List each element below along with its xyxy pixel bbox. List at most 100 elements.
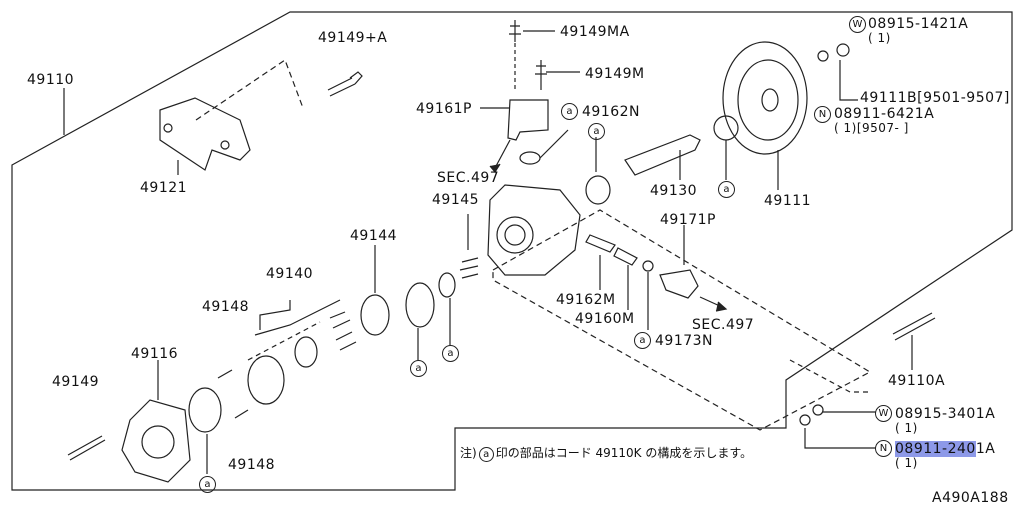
circle-a-icon: a: [442, 345, 459, 362]
leader-n2: [804, 428, 876, 449]
side-plate-49144: [360, 294, 390, 336]
pulley-hub: [761, 88, 779, 112]
vanes: [329, 311, 357, 351]
bolt-49149M: [535, 60, 547, 90]
label-49140[interactable]: 49140: [266, 266, 314, 282]
label-49162n[interactable]: 49162N: [582, 104, 641, 120]
label-washer-qty-2: ( 1): [895, 421, 918, 435]
label-nut-code-rest: 1A: [975, 441, 996, 457]
seal-ring: [585, 175, 611, 205]
washer-small: [817, 50, 829, 62]
label-49160m[interactable]: 49160M: [575, 311, 635, 327]
rotor: [294, 336, 318, 368]
bracket-49140: [254, 299, 341, 336]
circle-n-icon: N: [814, 106, 831, 123]
label-49171p[interactable]: 49171P: [660, 212, 716, 228]
arrow-sec497-top: [494, 139, 511, 169]
pulley-49111: [722, 41, 808, 155]
leader-49140: [259, 300, 291, 330]
circle-n-icon: N: [875, 440, 892, 457]
pulley-rim: [737, 59, 799, 141]
shaft-49130: [624, 134, 701, 176]
footnote-text: 印の部品はコード 49110K の構成を示します。: [495, 446, 753, 460]
bolt-49149: [67, 435, 106, 461]
label-nut-qty-2: ( 1): [895, 456, 918, 470]
circle-a-icon: a: [718, 181, 735, 198]
label-49173n[interactable]: 49173N: [655, 333, 714, 349]
label-49148-upper[interactable]: 49148: [202, 299, 250, 315]
label-nut-08911-2401a[interactable]: 08911-2401A: [895, 441, 995, 457]
pin-49148: [234, 409, 249, 419]
label-49144[interactable]: 49144: [350, 228, 398, 244]
dashed-vane-leader: [247, 321, 321, 361]
label-49162m[interactable]: 49162M: [556, 292, 616, 308]
body-bore-inner: [504, 224, 526, 246]
label-sec497-top[interactable]: SEC.497: [437, 170, 500, 186]
circle-w-icon: W: [849, 16, 866, 33]
leader-49111B: [839, 60, 858, 101]
valve-49160M: [613, 247, 638, 266]
label-49149ma[interactable]: 49149MA: [560, 24, 630, 40]
dashed-bracket-leader: [195, 59, 304, 121]
dashed-box-body: [492, 209, 872, 431]
union-49161P: [507, 99, 549, 141]
label-sec497-right[interactable]: SEC.497: [692, 317, 755, 333]
circle-a-icon: a: [410, 360, 427, 377]
footnote-prefix: 注): [460, 446, 477, 460]
leader-49162N: [539, 129, 569, 159]
label-49121[interactable]: 49121: [140, 180, 188, 196]
bracket-hole: [220, 140, 230, 150]
label-washer-08915-1421a[interactable]: 08915-1421A: [868, 16, 969, 32]
o-ring-tiny: [642, 260, 654, 272]
diagram-id: A490A188: [932, 490, 1009, 506]
label-nut-qty: ( 1)[9507- ]: [834, 121, 909, 135]
nut-small: [836, 43, 850, 57]
washer-bottom: [812, 404, 824, 416]
connector-49171P: [659, 269, 699, 299]
spring-49162M: [585, 234, 616, 253]
o-ring: [519, 151, 541, 165]
label-49111[interactable]: 49111: [764, 193, 812, 209]
body-bore: [496, 216, 534, 254]
o-ring-large: [405, 282, 435, 328]
nut-bottom: [799, 414, 811, 426]
circle-a-icon: a: [478, 447, 494, 462]
arrowhead: [715, 301, 728, 312]
label-49145[interactable]: 49145: [432, 192, 480, 208]
cover-center: [141, 425, 175, 459]
pump-body: [487, 184, 581, 276]
dashed-bolt-49110A: [789, 359, 870, 393]
o-ring-small: [438, 272, 456, 298]
assembly-boundary-line: [11, 11, 1013, 491]
circle-w-icon: W: [875, 405, 892, 422]
label-49130[interactable]: 49130: [650, 183, 698, 199]
circle-a-icon: a: [561, 103, 578, 120]
bolt-49149MA: [509, 20, 521, 42]
label-49149m[interactable]: 49149M: [585, 66, 645, 82]
label-49110[interactable]: 49110: [27, 72, 75, 88]
label-49148-lower[interactable]: 49148: [228, 457, 276, 473]
label-49116[interactable]: 49116: [131, 346, 179, 362]
seal-49145: [459, 257, 479, 279]
gasket: [188, 387, 222, 433]
label-washer-qty: ( 1): [868, 31, 891, 45]
arrowhead: [489, 163, 501, 174]
label-nut-08911-6421a[interactable]: 08911-6421A: [834, 106, 935, 122]
label-49110a[interactable]: 49110A: [888, 373, 946, 389]
circle-a-icon: a: [588, 123, 605, 140]
label-49149-a[interactable]: 49149+A: [318, 30, 388, 46]
label-49149[interactable]: 49149: [52, 374, 100, 390]
pin-49148: [217, 369, 233, 379]
circle-a-icon: a: [634, 332, 651, 349]
circle-a-icon: a: [199, 476, 216, 493]
bracket-hole: [163, 123, 173, 133]
rear-cover-49116: [121, 399, 191, 483]
cam-ring: [247, 355, 285, 405]
label-washer-08915-3401a[interactable]: 08915-3401A: [895, 406, 996, 422]
bolt-49149A: [327, 71, 363, 97]
label-49111b[interactable]: 49111B[9501-9507]: [860, 90, 1010, 106]
label-49161p[interactable]: 49161P: [416, 101, 472, 117]
